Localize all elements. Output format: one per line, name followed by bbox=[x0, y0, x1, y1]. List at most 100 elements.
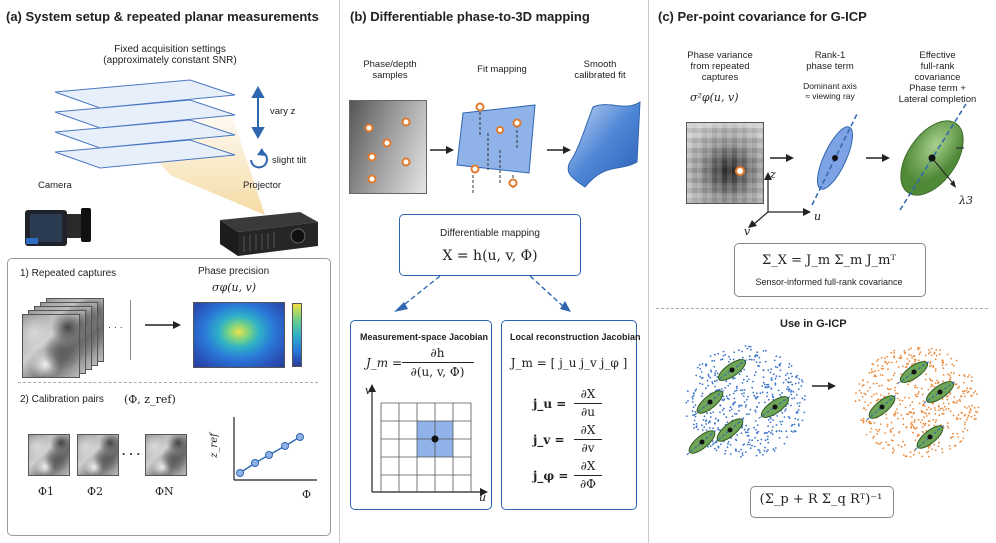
cloud-point bbox=[707, 422, 710, 424]
cloud-point bbox=[894, 386, 897, 389]
dashed-divider bbox=[656, 308, 988, 309]
cloud-point bbox=[952, 432, 954, 435]
cloud-point bbox=[936, 379, 938, 382]
cloud-point bbox=[762, 453, 764, 456]
cloud-point bbox=[746, 380, 749, 383]
cloud-point bbox=[740, 455, 742, 458]
cloud-point bbox=[880, 367, 883, 370]
cloud-point bbox=[963, 423, 966, 426]
cloud-point bbox=[962, 390, 964, 392]
cloud-point bbox=[860, 392, 862, 394]
cloud-point bbox=[934, 382, 937, 385]
cloud-point bbox=[753, 359, 756, 361]
cloud-point bbox=[767, 425, 769, 428]
cloud-point bbox=[893, 352, 896, 354]
cloud-point bbox=[724, 449, 727, 452]
cloud-point bbox=[797, 388, 800, 390]
cloud-point bbox=[762, 350, 765, 352]
sample-points bbox=[364, 117, 411, 184]
cloud-point bbox=[913, 411, 915, 414]
cloud-point bbox=[930, 383, 933, 386]
smooth-label-2: calibrated fit bbox=[574, 70, 626, 81]
cloud-point bbox=[745, 424, 748, 427]
cloud-point bbox=[926, 415, 928, 417]
cloud-point bbox=[910, 425, 913, 428]
vary-z-label: vary z bbox=[270, 106, 296, 117]
cloud-point bbox=[705, 423, 708, 425]
cloud-point bbox=[727, 384, 730, 387]
cloud-point bbox=[766, 386, 769, 389]
cloud-point bbox=[886, 425, 889, 428]
cloud-point bbox=[731, 415, 734, 418]
cloud-point bbox=[770, 378, 773, 381]
cloud-point bbox=[872, 363, 875, 366]
cloud-point bbox=[949, 376, 952, 379]
cloud-point bbox=[870, 368, 873, 371]
cloud-point bbox=[755, 361, 758, 363]
cloud-point bbox=[908, 348, 910, 351]
cloud-point bbox=[917, 346, 919, 349]
cloud-point bbox=[954, 383, 957, 386]
target-point-cloud bbox=[854, 346, 980, 458]
zref-axis-label: z_ref bbox=[208, 433, 220, 458]
cloud-point bbox=[775, 430, 778, 433]
cloud-point bbox=[890, 439, 893, 441]
cloud-point bbox=[722, 355, 725, 357]
cloud-point bbox=[701, 383, 704, 386]
cloud-point bbox=[964, 413, 967, 416]
cloud-point bbox=[756, 406, 758, 408]
cloud-point bbox=[735, 439, 738, 442]
cloud-point bbox=[870, 427, 873, 430]
cloud-point bbox=[934, 449, 937, 451]
cloud-point bbox=[786, 436, 788, 439]
axis-z-label: z bbox=[770, 168, 776, 181]
cloud-point bbox=[801, 419, 804, 422]
cloud-point bbox=[912, 408, 914, 410]
projector-icon bbox=[220, 212, 318, 256]
cloud-point bbox=[775, 375, 778, 378]
cloud-point bbox=[904, 444, 906, 447]
cloud-point bbox=[893, 449, 895, 452]
cloud-point bbox=[760, 438, 763, 441]
cloud-point bbox=[779, 393, 781, 396]
cloud-point bbox=[924, 378, 927, 381]
cloud-point bbox=[922, 422, 925, 425]
cloud-point bbox=[801, 397, 804, 400]
cloud-point bbox=[716, 376, 719, 378]
cloud-point bbox=[786, 372, 789, 375]
cloud-point bbox=[712, 427, 714, 430]
cloud-point bbox=[717, 446, 720, 449]
cloud-point bbox=[732, 358, 735, 361]
cloud-point bbox=[791, 383, 794, 386]
cloud-point bbox=[881, 374, 884, 377]
cloud-point bbox=[928, 424, 930, 427]
cloud-point bbox=[885, 417, 888, 420]
cloud-point bbox=[768, 430, 770, 433]
cloud-point bbox=[703, 426, 706, 429]
cloud-point bbox=[706, 412, 708, 415]
cloud-point bbox=[711, 443, 714, 446]
cloud-point bbox=[864, 401, 866, 403]
cloud-point bbox=[862, 407, 865, 409]
covariance-ellipsoid bbox=[714, 416, 746, 444]
cloud-point bbox=[908, 411, 911, 414]
cloud-point bbox=[746, 431, 749, 434]
cloud-point bbox=[780, 430, 783, 433]
cloud-point bbox=[955, 402, 958, 404]
cloud-point bbox=[889, 388, 892, 390]
cloud-point bbox=[933, 407, 936, 409]
cloud-point bbox=[728, 360, 730, 363]
cloud-point bbox=[754, 371, 757, 374]
phase-variance-label-3: captures bbox=[701, 72, 739, 83]
cloud-point bbox=[891, 427, 894, 430]
cloud-point bbox=[971, 404, 973, 407]
cloud-point bbox=[855, 392, 857, 395]
cloud-point bbox=[764, 439, 767, 442]
cloud-point bbox=[729, 358, 732, 361]
cloud-point bbox=[709, 412, 712, 415]
cloud-point bbox=[734, 448, 737, 451]
cloud-point bbox=[897, 392, 899, 395]
cloud-point bbox=[771, 393, 774, 396]
cloud-point bbox=[875, 441, 878, 444]
cloud-point bbox=[717, 445, 720, 448]
